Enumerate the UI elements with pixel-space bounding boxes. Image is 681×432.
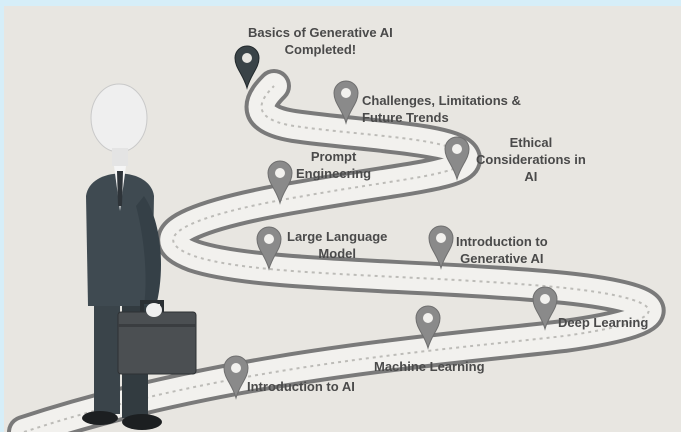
road-texture bbox=[23, 85, 650, 432]
milestone-label-introduction-to-ai: Introduction to AI bbox=[247, 379, 355, 394]
figure-shoe-left bbox=[82, 411, 118, 425]
milestone-label-basics-completed: Basics of Generative AI Completed! bbox=[248, 25, 393, 57]
figure-hand bbox=[146, 303, 162, 317]
figure-head bbox=[90, 83, 148, 153]
figure-leg-left bbox=[94, 306, 120, 414]
figure-arm bbox=[136, 196, 161, 306]
map-pin-dark-icon bbox=[234, 45, 260, 90]
businessman-with-briefcase-icon bbox=[82, 83, 197, 430]
figure-neck bbox=[112, 148, 128, 166]
map-pin-icon bbox=[428, 225, 454, 270]
diagram-frame: Introduction to AI Machine Learning Deep… bbox=[4, 6, 681, 432]
map-pin-icon bbox=[267, 160, 293, 205]
map-pin-icon bbox=[223, 355, 249, 400]
winding-road bbox=[7, 69, 666, 432]
map-pin-icon bbox=[333, 80, 359, 125]
milestone-label-prompt-engineering: Prompt Engineering bbox=[296, 149, 372, 181]
milestone-pins bbox=[223, 45, 558, 400]
map-pin-icon bbox=[415, 305, 441, 350]
milestone-label-ethical-considerations: Ethical Considerations in AI bbox=[476, 135, 586, 184]
map-pin-icon bbox=[256, 226, 282, 271]
milestone-label-introduction-to-generative-ai: Introduction to Generative AI bbox=[456, 234, 548, 266]
milestone-label-challenges-limitations: Challenges, Limitations & Future Trends bbox=[362, 93, 521, 125]
roadmap-graphic bbox=[7, 45, 666, 432]
milestone-label-deep-learning: Deep Learning bbox=[558, 315, 649, 330]
briefcase-icon bbox=[117, 300, 197, 375]
figure-shoe-right bbox=[122, 414, 162, 430]
milestone-label-large-language-model: Large Language Model bbox=[287, 229, 388, 261]
map-pin-icon bbox=[532, 286, 558, 331]
milestone-label-machine-learning: Machine Learning bbox=[374, 359, 485, 374]
figure-tie bbox=[117, 171, 123, 206]
map-pin-icon bbox=[444, 136, 470, 181]
